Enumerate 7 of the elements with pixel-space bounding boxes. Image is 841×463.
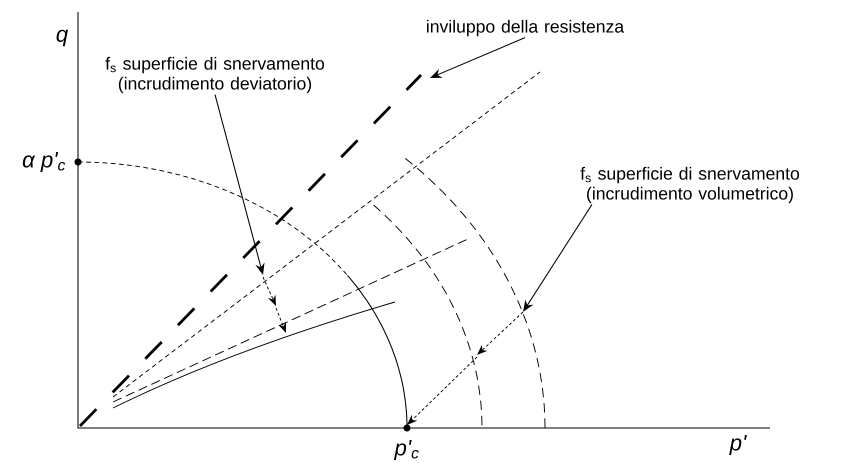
- annotation-text: f$_{s}$ superficie di snervamento (incrudimento volumetrico): [580, 166, 800, 204]
- axis-label: α p'$_{c}$: [22, 152, 66, 172]
- axis-label: p': [729, 435, 747, 455]
- axis-label: q: [56, 30, 68, 46]
- annotation-text: f$_{s}$ superficie di snervamento (incrudimento deviatorio): [105, 56, 324, 94]
- axis-label: p'$_{c}$: [394, 440, 419, 460]
- annotation-text: inviluppo della resistenza: [427, 20, 624, 36]
